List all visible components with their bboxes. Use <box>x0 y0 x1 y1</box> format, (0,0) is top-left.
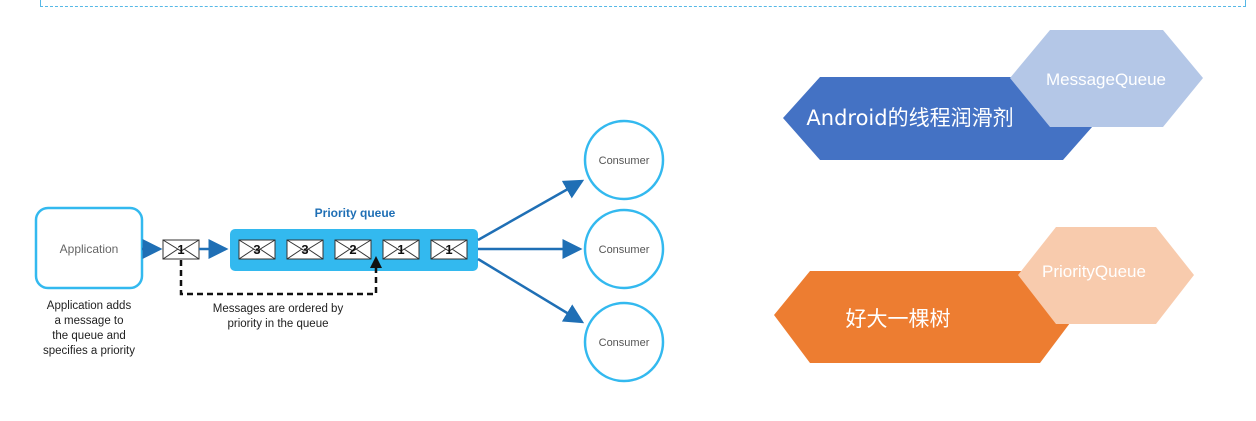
incoming-message-priority: 1 <box>177 242 184 257</box>
top-dashed-border <box>40 6 1246 7</box>
hexagon-main-blue <box>783 77 1100 160</box>
queue-message-priority: 1 <box>445 242 452 257</box>
queue-message-envelope: 3 <box>238 239 276 260</box>
queue-message-envelope: 2 <box>334 239 372 260</box>
application-caption-line: Application adds <box>47 300 132 312</box>
queue-message-priority: 2 <box>349 242 356 257</box>
hexagon-main-label: Android的线程润滑剂 <box>806 106 1013 130</box>
consumer-node: Consumer <box>583 208 665 290</box>
queue-message-envelope: 1 <box>430 239 468 260</box>
consumer-label: Consumer <box>599 337 650 349</box>
consumer-node: Consumer <box>583 119 665 201</box>
application-node: Application <box>34 206 144 290</box>
hexagon-group-priorityqueue: 好大一棵树 PriorityQueue <box>774 227 1194 363</box>
queue-message-envelope: 1 <box>382 239 420 260</box>
hexagon-secondary-label: PriorityQueue <box>1042 262 1146 281</box>
consumer-label: Consumer <box>599 244 650 256</box>
hexagon-secondary-label: MessageQueue <box>1046 70 1166 89</box>
hexagon-secondary-lightblue <box>1010 30 1203 127</box>
hexagon-secondary-peach <box>1018 227 1194 324</box>
queue-message-priority: 3 <box>253 242 260 257</box>
application-caption-line: specifies a priority <box>43 345 135 357</box>
queue-to-consumer-arrow <box>477 257 585 324</box>
queue-message-priority: 1 <box>397 242 404 257</box>
ordering-caption: Messages are ordered by priority in the … <box>213 303 344 330</box>
hexagon-main-orange <box>774 271 1076 363</box>
incoming-message-envelope: 1 <box>162 239 200 260</box>
consumer-label: Consumer <box>599 155 650 167</box>
hexagon-group-messagequeue: Android的线程润滑剂 MessageQueue <box>783 30 1203 160</box>
top-dashed-border-left-tick <box>40 0 41 6</box>
application-caption-line: the queue and <box>52 330 126 342</box>
hexagon-main-label: 好大一棵树 <box>846 307 951 331</box>
application-caption-line: a message to <box>54 315 123 327</box>
queue-to-consumer-arrow <box>477 179 585 242</box>
ordering-caption-line: priority in the queue <box>227 318 328 330</box>
priority-queue-title: Priority queue <box>315 206 396 220</box>
ordering-dashed-arrow <box>179 256 382 296</box>
queue-message-priority: 3 <box>301 242 308 257</box>
ordering-caption-line: Messages are ordered by <box>213 303 344 315</box>
queue-message-envelope: 3 <box>286 239 324 260</box>
consumer-node: Consumer <box>583 301 665 383</box>
application-caption: Application adds a message to the queue … <box>43 300 135 357</box>
top-dashed-border-right-tick <box>1245 0 1246 6</box>
application-label: Application <box>60 242 119 256</box>
